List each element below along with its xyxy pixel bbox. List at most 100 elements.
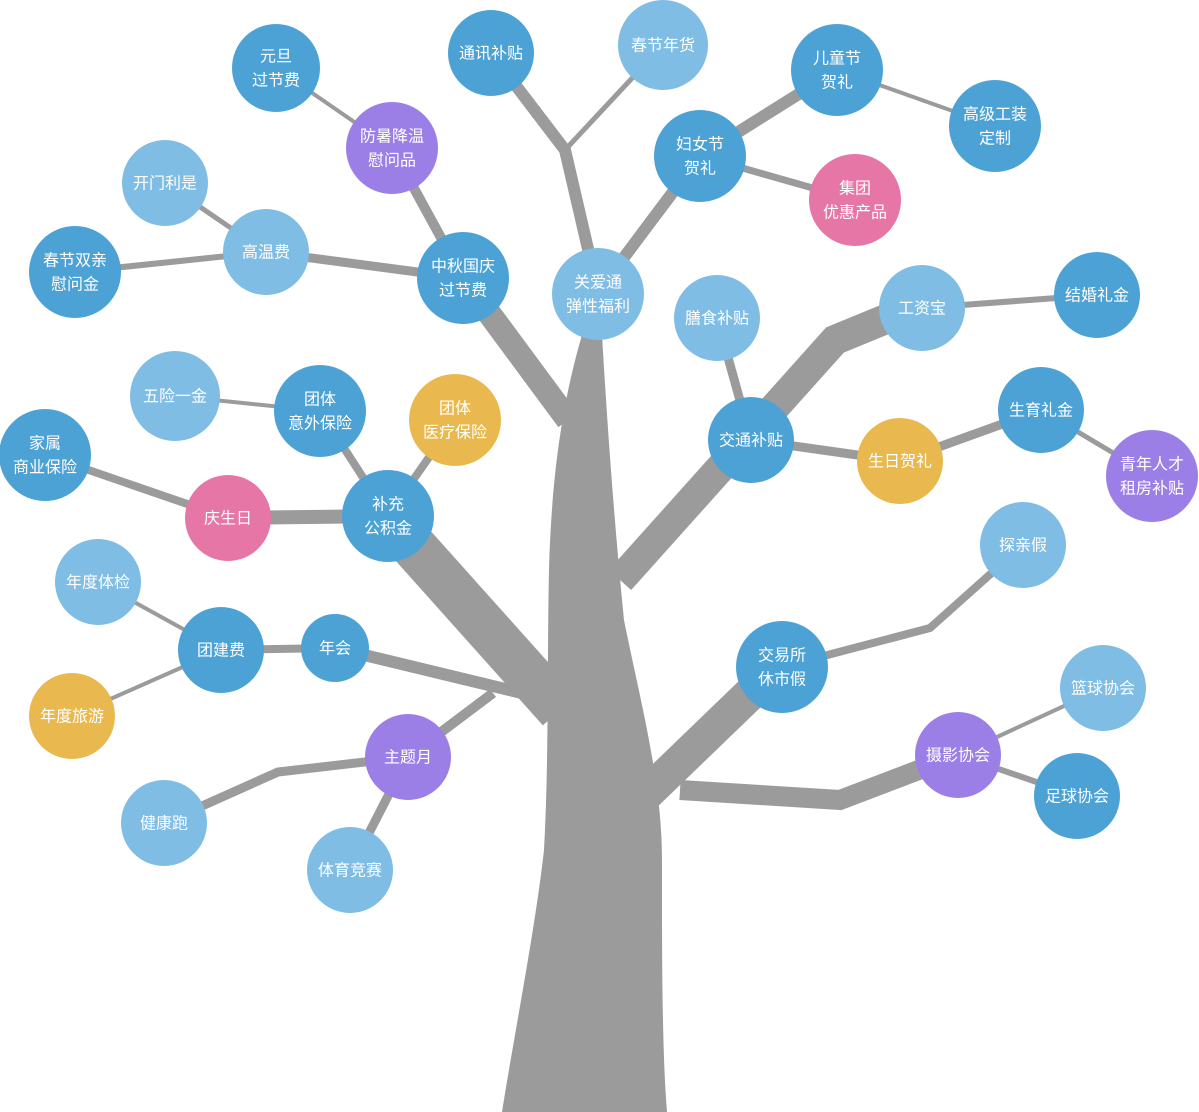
node-zuqiu-xiehui: 足球协会 bbox=[1034, 753, 1120, 839]
node-circle-funvjie-heli bbox=[654, 110, 746, 202]
node-gaowenfei: 高温费 bbox=[223, 209, 309, 295]
node-label-buchong-gongjijin-0: 补充 bbox=[372, 495, 404, 514]
node-label-tongxun-butie-0: 通讯补贴 bbox=[459, 44, 523, 63]
node-label-qingnian-rencai-zufang-butie-0: 青年人才 bbox=[1120, 455, 1184, 474]
node-circle-fangshu-jiangwen-weiwenpin bbox=[346, 102, 438, 194]
node-label-sheying-xiehui-0: 摄影协会 bbox=[926, 746, 990, 765]
node-label-tuanti-yiliao-baoxian-0: 团体 bbox=[439, 399, 471, 418]
node-label-zhongqiu-guoqing-guojiefei-0: 中秋国庆 bbox=[431, 257, 495, 276]
node-label-gaowenfei-0: 高温费 bbox=[242, 243, 290, 262]
node-circle-niandu-tijian bbox=[55, 539, 141, 625]
node-label-yuandan-guojiefei-1: 过节费 bbox=[252, 71, 300, 90]
node-label-zhutiyue-0: 主题月 bbox=[384, 748, 432, 767]
node-circle-jiehun-lijin bbox=[1054, 252, 1140, 338]
node-label-jiashu-shangye-baoxian-0: 家属 bbox=[29, 434, 61, 453]
node-circle-gaowenfei bbox=[223, 209, 309, 295]
node-label-qingnian-rencai-zufang-butie-1: 租房补贴 bbox=[1120, 479, 1184, 498]
node-label-ertongjie-heli-1: 贺礼 bbox=[821, 73, 853, 92]
node-gongzibao: 工资宝 bbox=[879, 265, 965, 351]
node-label-zuqiu-xiehui-0: 足球协会 bbox=[1045, 787, 1109, 806]
node-label-buchong-gongjijin-1: 公积金 bbox=[364, 519, 412, 538]
node-circle-tiyu-jingsai bbox=[307, 827, 393, 913]
node-label-shengri-heli-0: 生日贺礼 bbox=[868, 452, 932, 471]
node-label-jiashu-shangye-baoxian-1: 商业保险 bbox=[13, 458, 77, 477]
node-circle-gongzibao bbox=[879, 265, 965, 351]
node-circle-chunjie-shuangqin-weiwenjin bbox=[29, 226, 121, 318]
node-tuanjianfei: 团建费 bbox=[178, 607, 264, 693]
node-circle-niandu-lvyou bbox=[29, 673, 115, 759]
node-label-jituan-youhui-chanpin-1: 优惠产品 bbox=[823, 203, 887, 222]
node-label-guanaitong-tanxing-fuli-0: 关爱通 bbox=[574, 273, 622, 292]
node-jiankangpao: 健康跑 bbox=[121, 780, 207, 866]
node-label-tiyu-jingsai-0: 体育竞赛 bbox=[318, 861, 382, 880]
node-tanqinjia: 探亲假 bbox=[980, 502, 1066, 588]
node-circle-ertongjie-heli bbox=[791, 24, 883, 116]
node-niandu-lvyou: 年度旅游 bbox=[29, 673, 115, 759]
node-label-funvjie-heli-0: 妇女节 bbox=[676, 135, 724, 154]
node-label-tuanjianfei-0: 团建费 bbox=[197, 641, 245, 660]
node-circle-tanqinjia bbox=[980, 502, 1066, 588]
node-circle-tuanti-yiliao-baoxian bbox=[409, 374, 501, 466]
node-label-tuanti-yiwai-baoxian-1: 意外保险 bbox=[288, 414, 352, 433]
node-label-tuanti-yiwai-baoxian-0: 团体 bbox=[304, 390, 336, 409]
node-label-fangshu-jiangwen-weiwenpin-1: 慰问品 bbox=[368, 151, 416, 170]
node-label-jiaotong-butie-0: 交通补贴 bbox=[719, 431, 783, 450]
node-tiyu-jingsai: 体育竞赛 bbox=[307, 827, 393, 913]
node-label-shengyu-lijin-0: 生育礼金 bbox=[1009, 401, 1073, 420]
node-circle-lanqiu-xiehui bbox=[1060, 645, 1146, 731]
node-label-jiaoyisuo-xiushijia-1: 休市假 bbox=[758, 670, 806, 689]
tree-trunk bbox=[502, 335, 667, 1112]
node-circle-guanaitong-tanxing-fuli bbox=[552, 248, 644, 340]
node-circle-yuandan-guojiefei bbox=[232, 24, 320, 112]
node-circle-jiaotong-butie bbox=[708, 397, 794, 483]
node-lanqiu-xiehui: 篮球协会 bbox=[1060, 645, 1146, 731]
node-nianhui: 年会 bbox=[301, 614, 369, 682]
node-label-gongzibao-0: 工资宝 bbox=[898, 299, 946, 318]
node-circle-jituan-youhui-chanpin bbox=[809, 154, 901, 246]
node-circle-tuanjianfei bbox=[178, 607, 264, 693]
node-label-kaimen-lishi-0: 开门利是 bbox=[133, 174, 197, 193]
node-circle-sheying-xiehui bbox=[915, 712, 1001, 798]
node-label-nianhui-0: 年会 bbox=[319, 639, 351, 658]
node-label-jiaoyisuo-xiushijia-0: 交易所 bbox=[758, 646, 806, 665]
node-label-yuandan-guojiefei-0: 元旦 bbox=[260, 47, 292, 66]
node-label-lanqiu-xiehui-0: 篮球协会 bbox=[1071, 679, 1135, 698]
node-circle-jiashu-shangye-baoxian bbox=[0, 409, 91, 501]
tree-branches bbox=[43, 43, 1154, 1112]
node-circle-nianhui bbox=[301, 614, 369, 682]
node-circle-shanshi-butie bbox=[674, 275, 760, 361]
node-niandu-tijian: 年度体检 bbox=[55, 539, 141, 625]
node-shengyu-lijin: 生育礼金 bbox=[998, 367, 1084, 453]
node-label-tanqinjia-0: 探亲假 bbox=[999, 536, 1047, 555]
node-circle-qingshengri bbox=[185, 475, 271, 561]
node-circle-zhutiyue bbox=[365, 714, 451, 800]
node-sheying-xiehui: 摄影协会 bbox=[915, 712, 1001, 798]
node-jiaotong-butie: 交通补贴 bbox=[708, 397, 794, 483]
node-circle-chunjie-nianhuo bbox=[618, 0, 708, 90]
node-label-qingshengri-0: 庆生日 bbox=[204, 509, 252, 528]
node-circle-kaimen-lishi bbox=[122, 140, 208, 226]
node-circle-buchong-gongjijin bbox=[342, 470, 434, 562]
node-shengri-heli: 生日贺礼 bbox=[857, 418, 943, 504]
node-label-wuxian-yijin-0: 五险一金 bbox=[143, 387, 207, 406]
node-label-chunjie-shuangqin-weiwenjin-1: 慰问金 bbox=[51, 275, 99, 294]
node-tongxun-butie: 通讯补贴 bbox=[448, 10, 534, 96]
node-circle-shengyu-lijin bbox=[998, 367, 1084, 453]
node-label-zhongqiu-guoqing-guojiefei-1: 过节费 bbox=[439, 281, 487, 300]
node-label-chunjie-nianhuo-0: 春节年货 bbox=[631, 36, 695, 55]
node-circle-tongxun-butie bbox=[448, 10, 534, 96]
node-wuxian-yijin: 五险一金 bbox=[130, 351, 220, 441]
node-label-funvjie-heli-1: 贺礼 bbox=[684, 159, 716, 178]
node-qingshengri: 庆生日 bbox=[185, 475, 271, 561]
node-zhutiyue: 主题月 bbox=[365, 714, 451, 800]
